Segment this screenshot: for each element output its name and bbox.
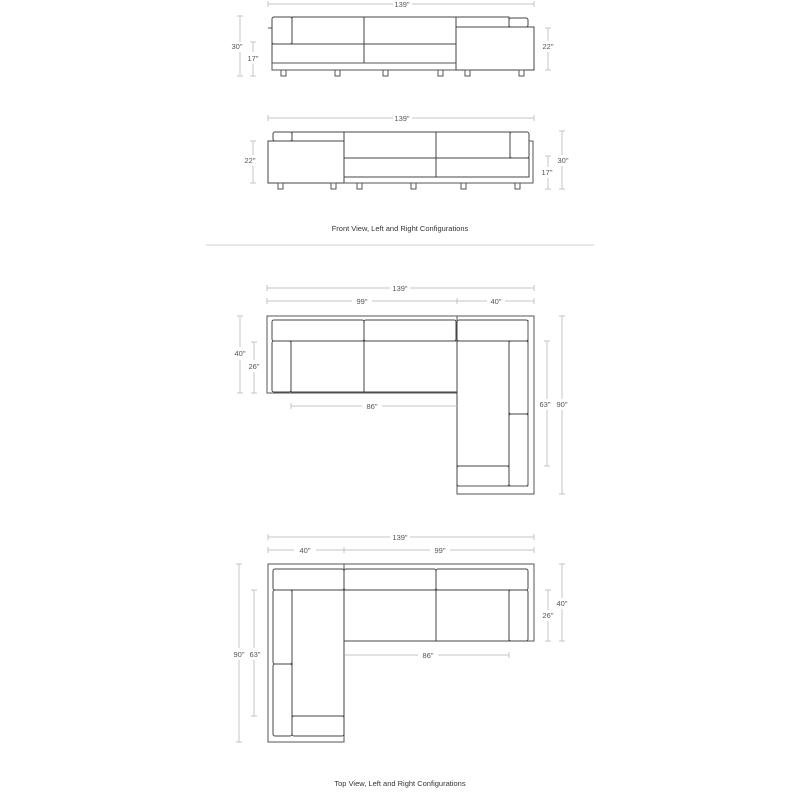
dim-overall-width: 139" — [392, 284, 408, 293]
dim-chaise-length: 90" — [556, 400, 567, 409]
dim-chaise-seat-length: 63" — [539, 400, 550, 409]
dim-seat-depth: 26" — [542, 611, 553, 620]
dim-seat-width: 86" — [422, 651, 433, 660]
dim-overall-width: 139" — [392, 533, 408, 542]
dim-chaise-seat-length: 63" — [249, 650, 260, 659]
dim-seat-height: 17" — [247, 54, 258, 63]
top-view-left-config: 139" 99" 40" 40" 26" — [234, 284, 568, 495]
dim-chaise-width: 40" — [490, 297, 501, 306]
dim-chaise-width: 40" — [299, 546, 310, 555]
dim-overall-height: 30" — [231, 42, 242, 51]
dim-seat-depth: 26" — [248, 362, 259, 371]
front-view-left-config: 139" 30" 17" 22" — [231, 0, 554, 77]
dim-seat-height: 17" — [541, 168, 552, 177]
dim-overall-width: 139" — [394, 114, 410, 123]
dim-overall-width: 139" — [394, 0, 410, 9]
dim-sofa-width: 99" — [434, 546, 445, 555]
dim-overall-height: 30" — [557, 156, 568, 165]
dim-sofa-depth: 40" — [556, 599, 567, 608]
dim-sofa-depth: 40" — [234, 349, 245, 358]
dim-chaise-height: 22" — [542, 42, 553, 51]
dim-seat-width: 86" — [366, 402, 377, 411]
dim-sofa-width: 99" — [356, 297, 367, 306]
dim-chaise-height: 22" — [244, 156, 255, 165]
top-view-right-config: 139" 40" 99" 90" 63" — [233, 533, 568, 743]
top-view-caption: Top View, Left and Right Configurations — [334, 779, 465, 788]
front-view-caption: Front View, Left and Right Configuration… — [332, 224, 469, 233]
dim-chaise-length: 90" — [233, 650, 244, 659]
front-view-right-config: 139" 22" 30" 17" — [244, 114, 569, 190]
